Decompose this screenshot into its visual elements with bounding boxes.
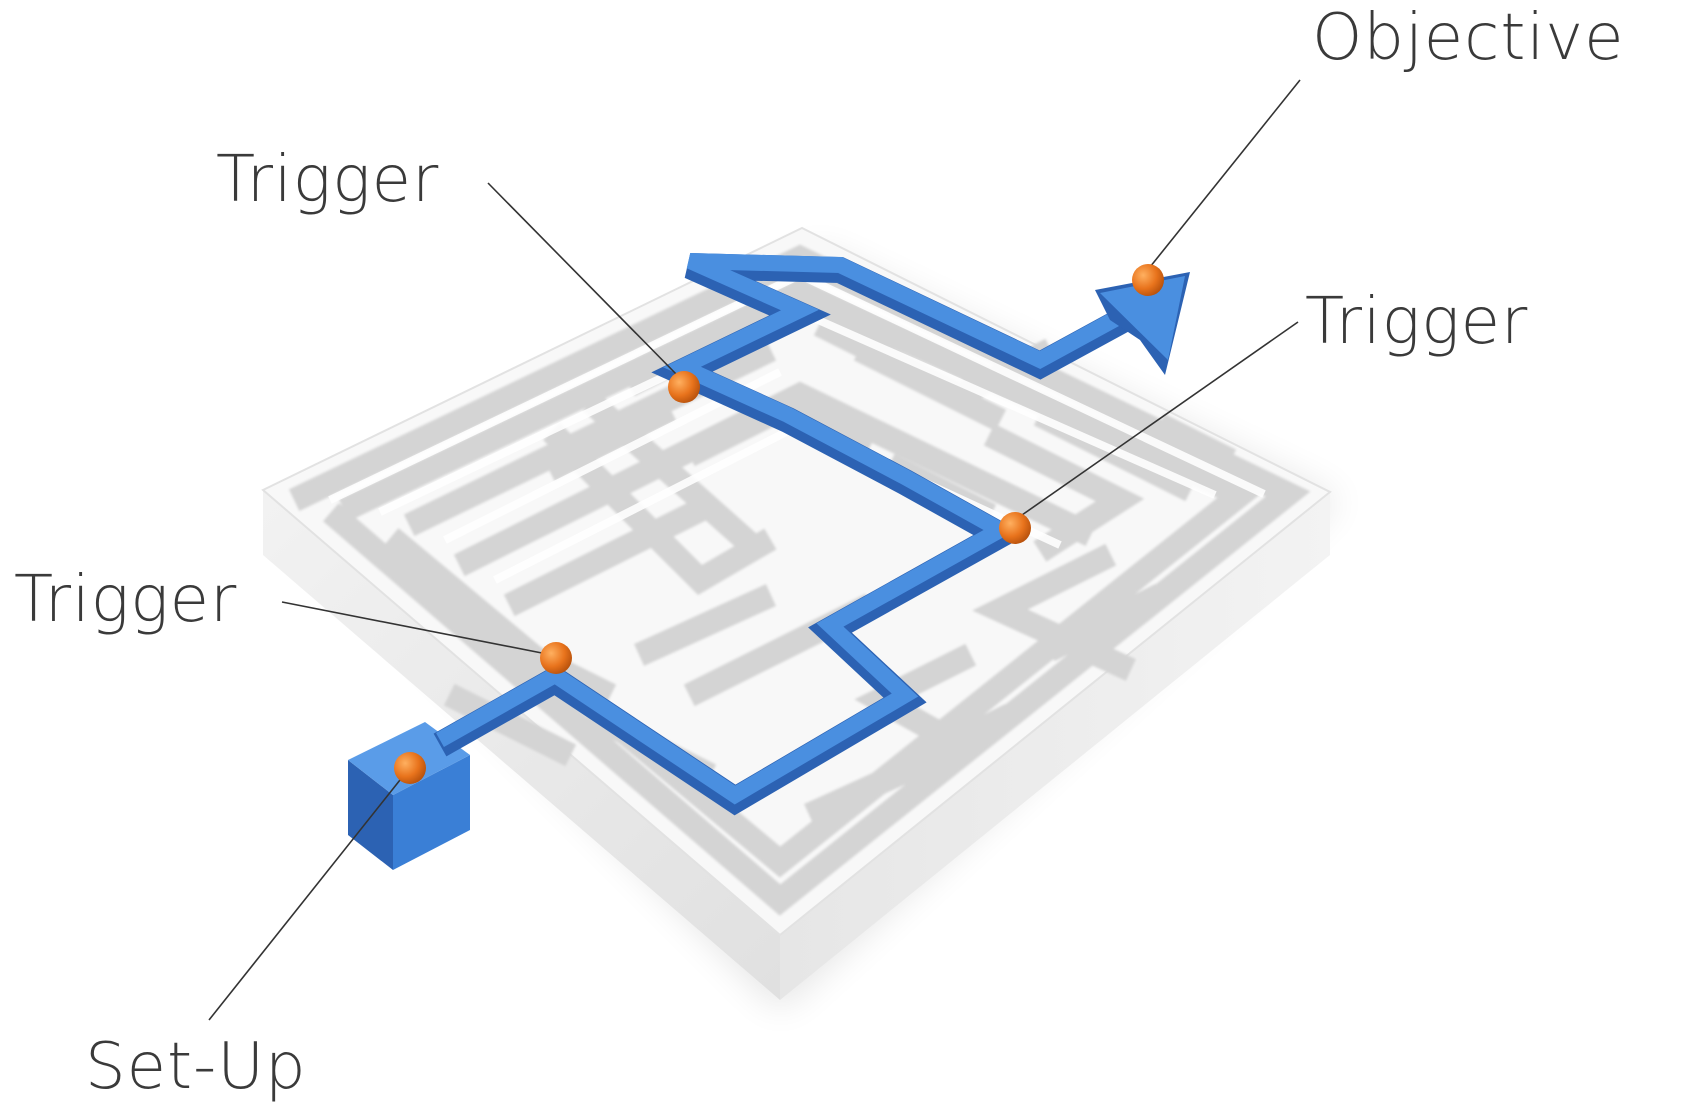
trigger-left-label: Trigger bbox=[14, 563, 238, 637]
leader-objective bbox=[1145, 79, 1301, 273]
trigger-top-marker bbox=[668, 371, 700, 403]
markers bbox=[394, 264, 1164, 784]
leader-trigger-right bbox=[1011, 321, 1299, 523]
setup-label: Set-Up bbox=[85, 1030, 307, 1104]
leader-trigger-left bbox=[281, 601, 553, 656]
trigger-left-marker bbox=[540, 642, 572, 674]
trigger-right-label: Trigger bbox=[1305, 285, 1529, 359]
leader-trigger-top bbox=[487, 182, 681, 379]
trigger-right-marker bbox=[999, 512, 1031, 544]
maze-side-right bbox=[780, 492, 1330, 1000]
maze-side-left bbox=[263, 490, 780, 1000]
objective-label: Objective bbox=[1312, 1, 1625, 75]
leader-lines bbox=[208, 79, 1301, 1021]
start-block-side bbox=[393, 755, 470, 870]
objective-marker bbox=[1132, 264, 1164, 296]
leader-setup bbox=[208, 779, 401, 1021]
start-block-front bbox=[348, 760, 393, 870]
trigger-top-label: Trigger bbox=[216, 143, 440, 217]
setup-marker bbox=[394, 752, 426, 784]
